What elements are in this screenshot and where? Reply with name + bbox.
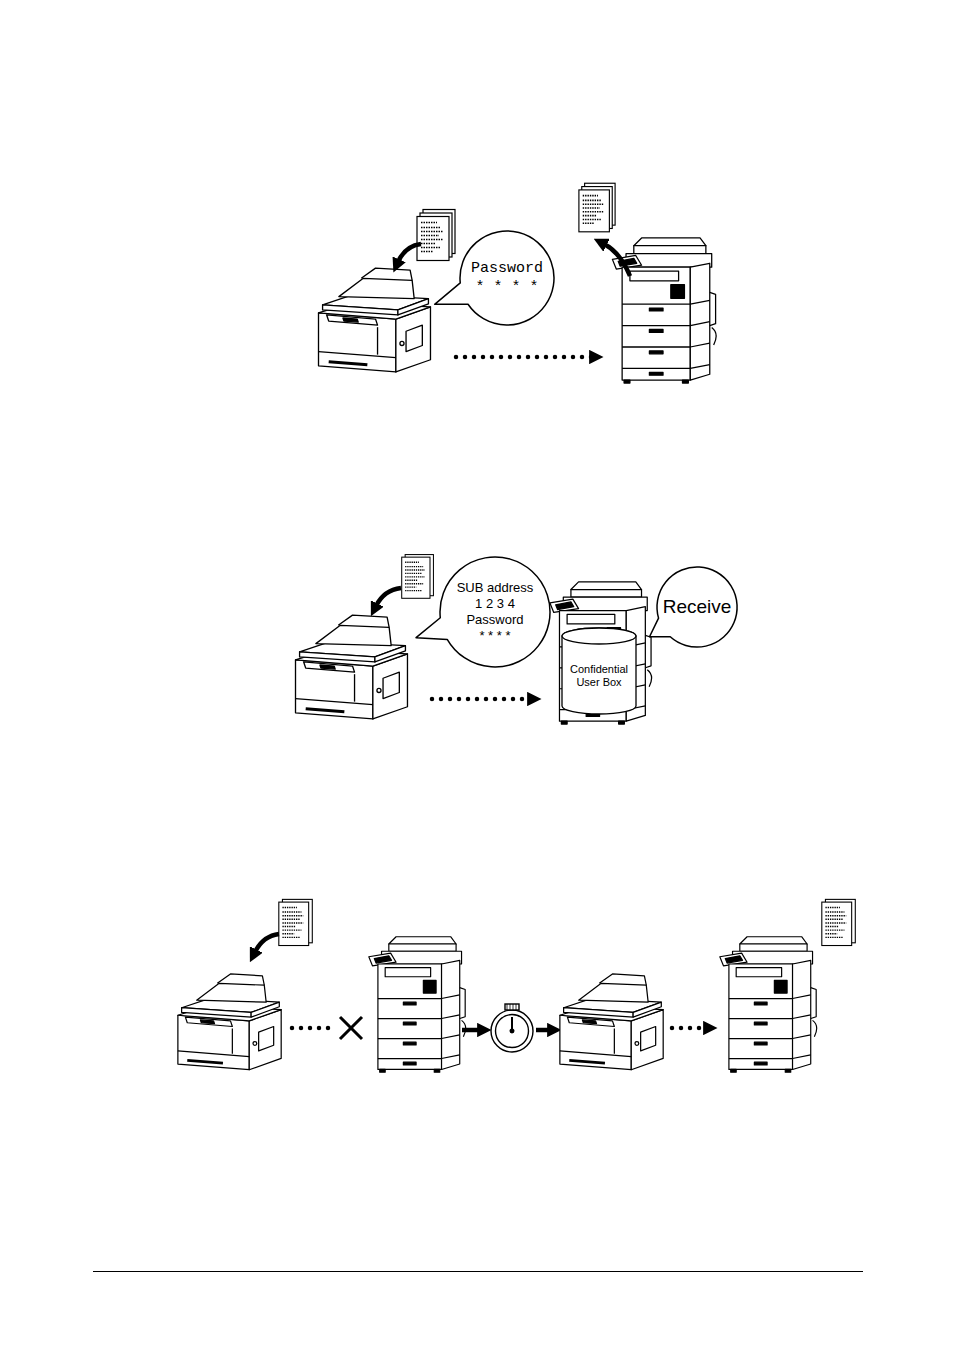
- text-stack: SUB address1 2 3 4Password* * * *: [457, 580, 534, 644]
- speech-bubble: Password* * * *: [460, 231, 554, 325]
- receiver-machine: [550, 582, 652, 724]
- sender-machine: [560, 974, 663, 1070]
- node-content: Receive: [657, 567, 737, 647]
- insert-arrow: [255, 934, 279, 952]
- insert-arrow: [376, 588, 401, 606]
- receiver-machine: [612, 238, 716, 383]
- node-content: Password* * * *: [460, 231, 554, 325]
- storage-label: Confidential User Box: [566, 663, 632, 689]
- original-documents: [417, 210, 455, 261]
- transmission-arrow: [456, 355, 592, 360]
- speech-bubble-outline: [460, 231, 554, 325]
- bubble-text: * * * *: [479, 628, 510, 644]
- node-content: Confidential User Box: [562, 628, 636, 714]
- sender-machine: [296, 615, 408, 719]
- bubble-text: SUB address: [457, 580, 534, 596]
- receiver-machine: [720, 937, 817, 1072]
- bubble-outline: [416, 557, 550, 667]
- cylinder-body: [562, 628, 636, 714]
- footer-rule: [93, 1271, 863, 1272]
- bubble-text: Password: [466, 612, 523, 628]
- insert-arrow: [398, 244, 421, 262]
- step-arrow: [462, 1028, 480, 1033]
- step-arrow: [536, 1028, 550, 1033]
- bubble-text: Receive: [663, 596, 732, 618]
- failed-transmission: [292, 1026, 330, 1031]
- text-stack: Confidential User Box: [566, 663, 632, 689]
- sender-machine: [319, 268, 431, 372]
- speech-bubble: SUB address1 2 3 4Password* * * *: [440, 557, 550, 667]
- transmission-arrow: [432, 697, 530, 702]
- output-documents: [579, 183, 615, 232]
- timer-symbol: [491, 1004, 533, 1052]
- original-document: [279, 899, 312, 945]
- bubble-text: * * * *: [475, 278, 538, 297]
- speech-bubble: Receive: [657, 567, 737, 647]
- bubble-outline: [649, 567, 737, 647]
- bubble-outline: [435, 231, 554, 325]
- output-arrow: [604, 244, 630, 276]
- node-content: SUB address1 2 3 4Password* * * *: [440, 557, 550, 667]
- original-document: [402, 555, 434, 599]
- storage-cylinder: Confidential User Box: [562, 628, 636, 714]
- sender-machine: [178, 974, 281, 1070]
- text-stack: Password* * * *: [471, 259, 543, 297]
- received-document: [822, 899, 855, 945]
- failure-cross: [340, 1017, 362, 1039]
- text-stack: Receive: [663, 596, 732, 618]
- bubble-text: Password: [471, 259, 543, 278]
- retry-transmission: [672, 1026, 706, 1031]
- receiver-machine: [369, 937, 466, 1072]
- cylinder-top: [562, 628, 636, 644]
- bubble-text: 1 2 3 4: [475, 596, 515, 612]
